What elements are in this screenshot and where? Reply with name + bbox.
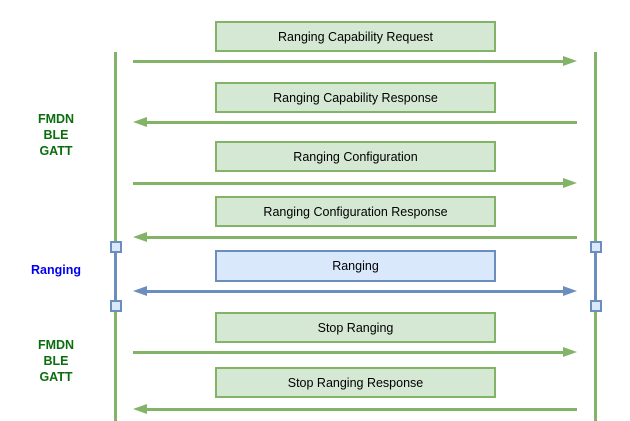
arrow-stop-ranging-response <box>133 404 577 414</box>
message-box-ranging-configuration-response: Ranging Configuration Response <box>215 196 496 227</box>
message-box-ranging-capability-request: Ranging Capability Request <box>215 21 496 52</box>
arrowhead-right-icon <box>563 347 577 357</box>
left-lifeline-ranging-segment <box>114 247 117 306</box>
arrow-stop-ranging <box>133 347 577 357</box>
message-box-stop-ranging-response: Stop Ranging Response <box>215 367 496 398</box>
arrow-shaft <box>133 59 566 63</box>
protocol-label-line: FMDN <box>37 338 75 352</box>
arrow-shaft <box>133 181 566 185</box>
arrowhead-left-icon <box>133 117 147 127</box>
arrow-ranging-configuration-response <box>133 232 577 242</box>
phase-label-ranging: Ranging <box>31 263 81 277</box>
arrowhead-right-icon <box>563 286 577 296</box>
left-lifeline <box>114 52 117 421</box>
arrow-shaft <box>144 289 566 293</box>
arrowhead-left-icon <box>133 404 147 414</box>
right-lifeline-ranging-segment <box>594 247 597 306</box>
protocol-label-line: GATT <box>39 144 73 158</box>
ranging-start-marker-right <box>590 241 602 253</box>
protocol-label-bottom: FMDN BLE GATT <box>10 337 102 385</box>
arrowhead-right-icon <box>563 178 577 188</box>
arrow-ranging-capability-request <box>133 56 577 66</box>
message-box-ranging: Ranging <box>215 250 496 282</box>
ranging-end-marker-left <box>110 300 122 312</box>
protocol-label-line: BLE <box>43 354 69 368</box>
protocol-label-line: GATT <box>39 370 73 384</box>
arrow-shaft <box>144 235 577 239</box>
protocol-label-top: FMDN BLE GATT <box>10 111 102 159</box>
message-box-stop-ranging: Stop Ranging <box>215 312 496 343</box>
ranging-end-marker-right <box>590 300 602 312</box>
arrow-shaft <box>133 350 566 354</box>
protocol-label-line: FMDN <box>37 112 75 126</box>
arrow-ranging-bidirectional <box>133 286 577 296</box>
arrow-ranging-capability-response <box>133 117 577 127</box>
arrowhead-right-icon <box>563 56 577 66</box>
protocol-label-line: BLE <box>43 128 69 142</box>
message-box-ranging-configuration: Ranging Configuration <box>215 141 496 172</box>
message-box-ranging-capability-response: Ranging Capability Response <box>215 82 496 113</box>
arrow-ranging-configuration <box>133 178 577 188</box>
arrow-shaft <box>144 120 577 124</box>
arrow-shaft <box>144 407 577 411</box>
right-lifeline <box>594 52 597 421</box>
arrowhead-left-icon <box>133 286 147 296</box>
ranging-start-marker-left <box>110 241 122 253</box>
arrowhead-left-icon <box>133 232 147 242</box>
